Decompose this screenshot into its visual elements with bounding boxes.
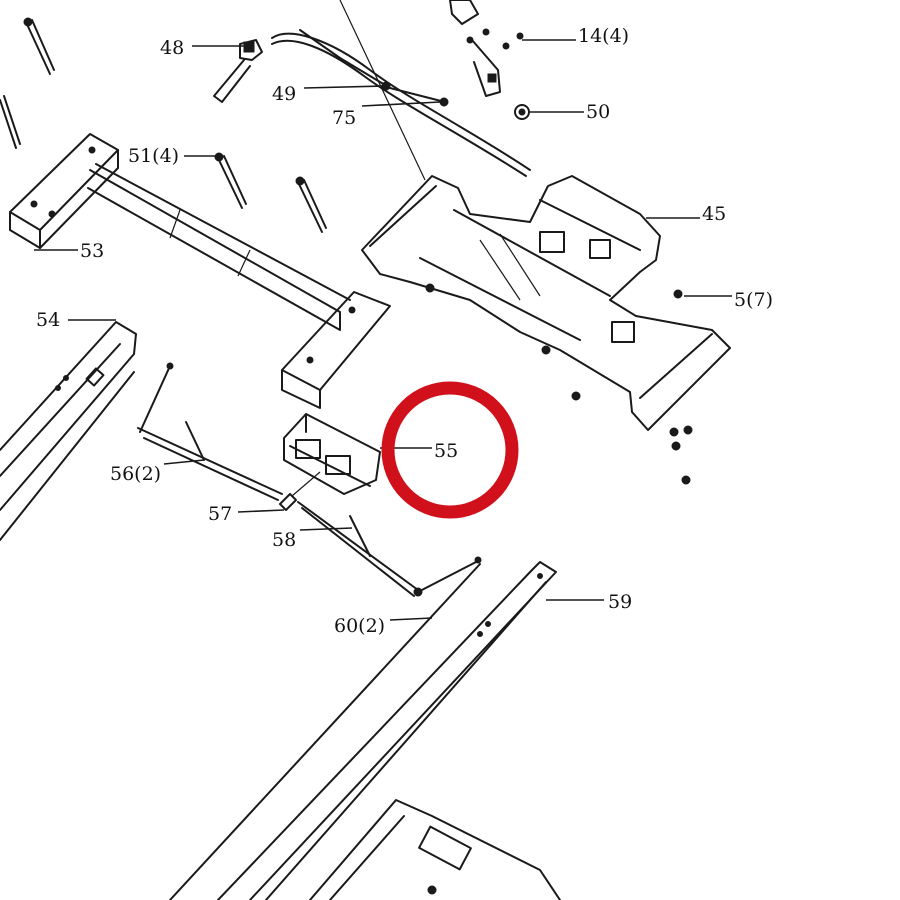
rod-top-left [23, 17, 55, 75]
callout-49: 49 [272, 83, 296, 105]
part-45-housing [361, 175, 731, 431]
callout-51: 51(4) [128, 145, 179, 167]
part-60-rod [169, 563, 481, 900]
callout-56: 56(2) [110, 463, 161, 485]
part-49-cable [271, 29, 531, 177]
part-59-rail [217, 561, 557, 900]
callout-14: 14(4) [578, 25, 629, 47]
callout-54: 54 [36, 309, 60, 331]
callout-labels: 48 49 75 14(4) 50 51(4) 53 45 5(7) 54 55… [36, 25, 773, 637]
callout-60: 60(2) [334, 615, 385, 637]
part-58-cable [297, 501, 482, 597]
callout-5: 5(7) [734, 289, 773, 311]
screws-45 [425, 283, 693, 485]
highlight-ring [381, 381, 519, 519]
upright-wire [339, 0, 426, 181]
callout-75: 75 [332, 107, 356, 129]
callout-48: 48 [160, 37, 184, 59]
callout-59: 59 [608, 591, 632, 613]
bottom-frame [309, 799, 561, 900]
part-57-spring [279, 471, 321, 511]
callout-45: 45 [702, 203, 726, 225]
callout-50: 50 [586, 101, 610, 123]
part-55-block [283, 413, 381, 495]
callout-58: 58 [272, 529, 296, 551]
part-14-bracket [449, 0, 524, 97]
edge-bar-left [0, 95, 21, 149]
callout-55: 55 [434, 440, 458, 462]
callout-57: 57 [208, 503, 232, 525]
callout-53: 53 [80, 240, 104, 262]
part-51-bolts [214, 152, 327, 233]
part-54-rail [0, 321, 137, 541]
part-50-nut [514, 104, 530, 120]
part-48-knob [213, 39, 263, 103]
part-56-cable [137, 362, 283, 501]
leader-lines [34, 39, 732, 621]
part-53-frame [9, 133, 391, 409]
